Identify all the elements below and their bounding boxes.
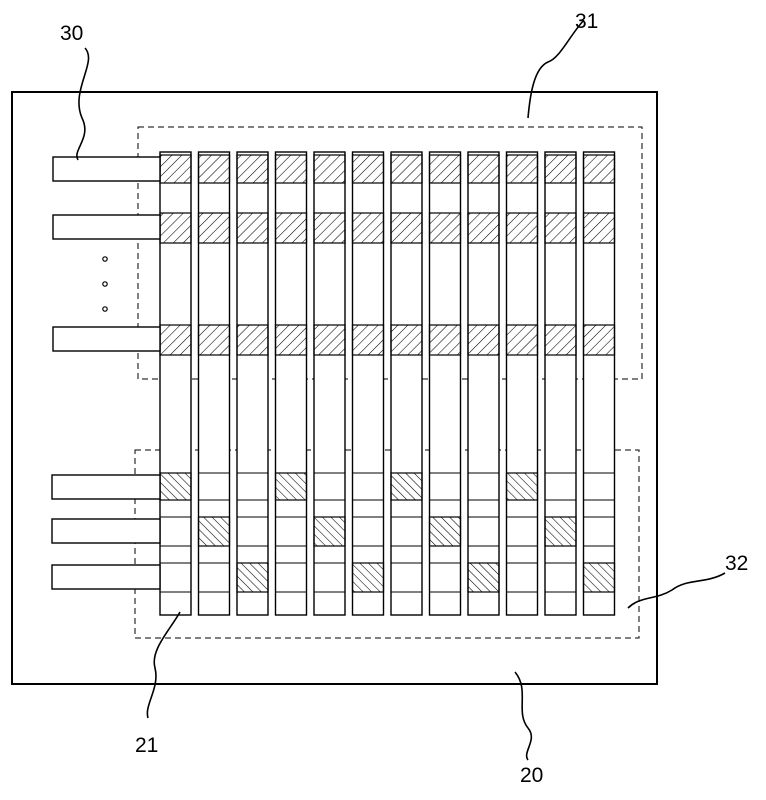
hatched-electrode-upper (507, 155, 538, 183)
lead-lower (52, 475, 160, 499)
leader-line-20 (515, 672, 531, 760)
hatched-electrode-upper (276, 213, 307, 243)
hatched-electrode-upper (160, 213, 191, 243)
hatched-electrode-upper (584, 213, 615, 243)
hatched-electrode-upper (430, 213, 461, 243)
strip-column (584, 152, 615, 615)
label-20: 20 (520, 764, 543, 787)
hatched-electrode-upper (276, 325, 307, 355)
hatched-electrode-upper (314, 155, 345, 183)
hatched-electrode-lower (584, 563, 615, 592)
hatched-electrode-upper (545, 155, 576, 183)
hatched-electrode-upper (314, 325, 345, 355)
strip-column (507, 152, 538, 615)
strip-column (468, 152, 499, 615)
hatched-electrode-upper (507, 325, 538, 355)
continuation-dot (103, 282, 107, 286)
label-30: 30 (60, 22, 83, 45)
hatched-electrode-upper (507, 213, 538, 243)
hatched-electrode-upper (584, 155, 615, 183)
hatched-electrode-upper (545, 213, 576, 243)
hatched-electrode-upper (353, 213, 384, 243)
hatched-electrode-upper (353, 325, 384, 355)
hatched-electrode-lower (314, 517, 345, 546)
hatched-electrode-upper (276, 155, 307, 183)
hatched-electrode-upper (237, 213, 268, 243)
hatched-electrode-upper (160, 155, 191, 183)
hatched-electrode-lower (353, 563, 384, 592)
hatched-electrode-upper (391, 155, 422, 183)
hatched-electrode-upper (199, 213, 230, 243)
strip-column (353, 152, 384, 615)
hatched-electrode-upper (391, 325, 422, 355)
hatched-electrode-upper (199, 325, 230, 355)
lead-upper (53, 327, 160, 351)
hatched-electrode-lower (468, 563, 499, 592)
hatched-electrode-lower (237, 563, 268, 592)
hatched-electrode-upper (468, 155, 499, 183)
hatched-electrode-lower (160, 473, 191, 500)
strip-column (314, 152, 345, 615)
label-21: 21 (135, 734, 158, 757)
hatched-electrode-upper (237, 155, 268, 183)
lead-upper (53, 215, 160, 239)
strip-column (545, 152, 576, 615)
strip-column (237, 152, 268, 615)
hatched-electrode-upper (468, 325, 499, 355)
hatched-electrode-upper (545, 325, 576, 355)
hatched-electrode-lower (199, 517, 230, 546)
hatched-electrode-lower (545, 517, 576, 546)
hatched-electrode-lower (507, 473, 538, 500)
hatched-electrode-lower (391, 473, 422, 500)
hatched-electrode-lower (430, 517, 461, 546)
lead-lower (52, 519, 160, 543)
lead-upper (53, 157, 160, 181)
label-32: 32 (725, 552, 748, 575)
strip-column (391, 152, 422, 615)
hatched-electrode-upper (160, 325, 191, 355)
lead-lower (52, 565, 160, 589)
hatched-electrode-upper (353, 155, 384, 183)
hatched-electrode-upper (199, 155, 230, 183)
hatched-electrode-upper (237, 325, 268, 355)
continuation-dot (103, 307, 107, 311)
label-31: 31 (575, 10, 598, 33)
hatched-electrode-upper (391, 213, 422, 243)
hatched-electrode-upper (314, 213, 345, 243)
strip-column (430, 152, 461, 615)
continuation-dot (103, 257, 107, 261)
hatched-electrode-upper (430, 325, 461, 355)
hatched-electrode-upper (584, 325, 615, 355)
hatched-electrode-lower (276, 473, 307, 500)
strip-column (199, 152, 230, 615)
strip-column (276, 152, 307, 615)
strip-column (160, 152, 191, 615)
hatched-electrode-upper (468, 213, 499, 243)
hatched-electrode-upper (430, 155, 461, 183)
